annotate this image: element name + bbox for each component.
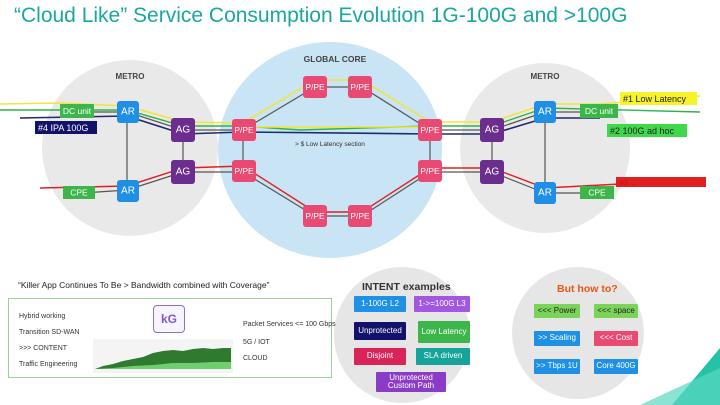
ppe-node[interactable] (418, 160, 442, 182)
metro-right-label: METRO (531, 72, 560, 81)
ppe-label: P/PE (350, 82, 370, 92)
dc-unit-left[interactable] (60, 104, 94, 118)
metro-left-circle (42, 60, 218, 236)
ppe-label: P/PE (305, 211, 325, 221)
page-number: 1 (683, 377, 687, 384)
ppe-node[interactable] (232, 119, 256, 141)
ar-label: AR (121, 107, 135, 118)
ar-node-left-bottom[interactable] (117, 180, 139, 202)
intent-custom-path[interactable]: Unprotected Custom Path (376, 372, 446, 392)
core-note: > $ Low Latency section (295, 141, 365, 148)
ar-node-right-bottom[interactable] (534, 182, 556, 204)
ppe-node[interactable] (348, 76, 372, 98)
ppe-node[interactable] (348, 205, 372, 227)
intent-l2[interactable]: 1-100G L2 (354, 296, 406, 312)
ppe-label: P/PE (234, 125, 254, 135)
ar-node-left-top[interactable] (117, 101, 139, 123)
item-cloud: CLOUD (243, 355, 268, 362)
cpe-label: CPE (70, 188, 88, 198)
ppe-label: P/PE (420, 125, 440, 135)
item-packet: Packet Services <= 100 Gbps (243, 321, 336, 328)
kg-logo: kG (153, 305, 185, 333)
path-red (39, 165, 621, 213)
intent-low-latency[interactable]: Low Latency (418, 321, 470, 343)
path-adhoc (0, 107, 701, 131)
ag-node-left-bottom[interactable] (171, 160, 195, 184)
tag-adhoc: #2 100G ad hoc (610, 126, 675, 136)
ag-label: AG (485, 167, 500, 178)
killer-app-panel: Hybrid working Transition SD-WAN >>> CON… (8, 298, 336, 378)
ag-node-right-bottom[interactable] (480, 160, 504, 184)
how-scaling[interactable]: >> Scaling (534, 331, 580, 346)
how-power[interactable]: <<< Power (534, 304, 580, 318)
intent-title: INTENT examples (362, 281, 451, 293)
how-tbps[interactable]: >> Tbps 1U (534, 359, 580, 374)
killer-app-title: “Killer App Continues To Be > Bandwidth … (18, 280, 270, 290)
tag-low-latency-box (620, 92, 697, 105)
ppe-node[interactable] (303, 76, 327, 98)
tag-red: #3 ... (620, 180, 636, 187)
tag-red-box (616, 177, 706, 187)
ag-label: AG (176, 125, 191, 136)
ag-label: AG (176, 167, 191, 178)
intent-unprotected[interactable]: Unprotected (354, 322, 406, 340)
item-te: Traffic Engineering (19, 361, 78, 368)
dc-unit-label: DC unit (585, 106, 614, 116)
item-content: >>> CONTENT (19, 345, 68, 352)
how-space[interactable]: <<< space (594, 304, 638, 318)
cpe-label: CPE (588, 188, 606, 198)
cpe-left[interactable] (63, 186, 95, 199)
ar-node-right-top[interactable] (534, 101, 556, 123)
intent-l3[interactable]: 1->=100G L3 (414, 296, 470, 312)
ppe-node[interactable] (232, 160, 256, 182)
how-core400g[interactable]: Core 400G (594, 359, 638, 374)
intent-sla[interactable]: SLA driven (416, 348, 470, 365)
ag-label: AG (485, 125, 500, 136)
item-5g: 5G / IOT (243, 339, 270, 346)
item-sdwan: Transition SD-WAN (19, 329, 80, 336)
ar-label: AR (538, 107, 552, 118)
tag-ipa-box (35, 121, 97, 134)
ppe-label: P/PE (305, 82, 325, 92)
ag-node-left-top[interactable] (171, 118, 195, 142)
metro-left-label: METRO (116, 72, 145, 81)
traffic-graph (93, 339, 233, 373)
ppe-label: P/PE (350, 211, 370, 221)
ppe-node[interactable] (303, 205, 327, 227)
how-title: But how to? (557, 283, 618, 295)
slide-title: “Cloud Like” Service Consumption Evoluti… (14, 4, 628, 27)
ar-label: AR (538, 188, 552, 199)
global-core-ellipse (218, 42, 442, 258)
dc-unit-right[interactable] (580, 104, 618, 118)
ag-node-right-top[interactable] (480, 118, 504, 142)
kg-logo-text: kG (160, 312, 177, 326)
ppe-node[interactable] (418, 119, 442, 141)
ppe-label: P/PE (234, 166, 254, 176)
cpe-right[interactable] (580, 186, 614, 199)
ppe-label: P/PE (420, 166, 440, 176)
how-cost[interactable]: <<< Cost (594, 331, 638, 346)
intent-disjoint[interactable]: Disjoint (354, 348, 406, 365)
tag-adhoc-box (607, 124, 687, 137)
item-hybrid: Hybrid working (19, 313, 66, 320)
corner-decoration-2 (640, 368, 720, 405)
tag-low-latency: #1 Low Latency (623, 94, 687, 104)
dc-unit-label: DC unit (63, 106, 92, 116)
global-core-label: GLOBAL CORE (304, 54, 367, 64)
tag-ipa: #4 IPA 100G (38, 123, 88, 133)
ar-label: AR (121, 186, 135, 197)
